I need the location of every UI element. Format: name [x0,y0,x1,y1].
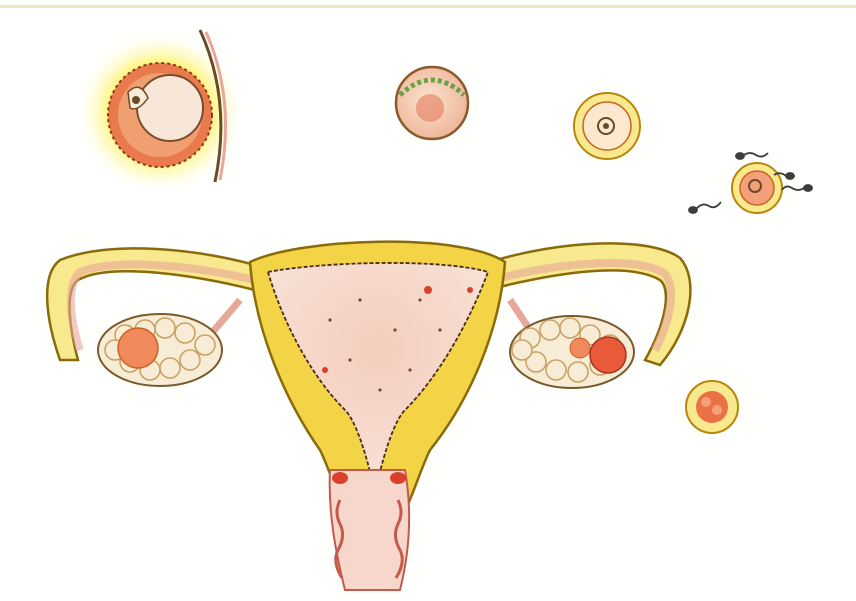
ovary-left-icon [98,314,222,386]
egg-cell-zona-icon [574,93,640,159]
uterus-icon [47,242,690,590]
fertilized-egg-icon [732,163,782,213]
early-embryo-icon [686,381,738,433]
ovary-right-icon [510,316,634,388]
follicle-glow-icon [78,30,242,192]
egg-cell-icon [396,67,468,139]
